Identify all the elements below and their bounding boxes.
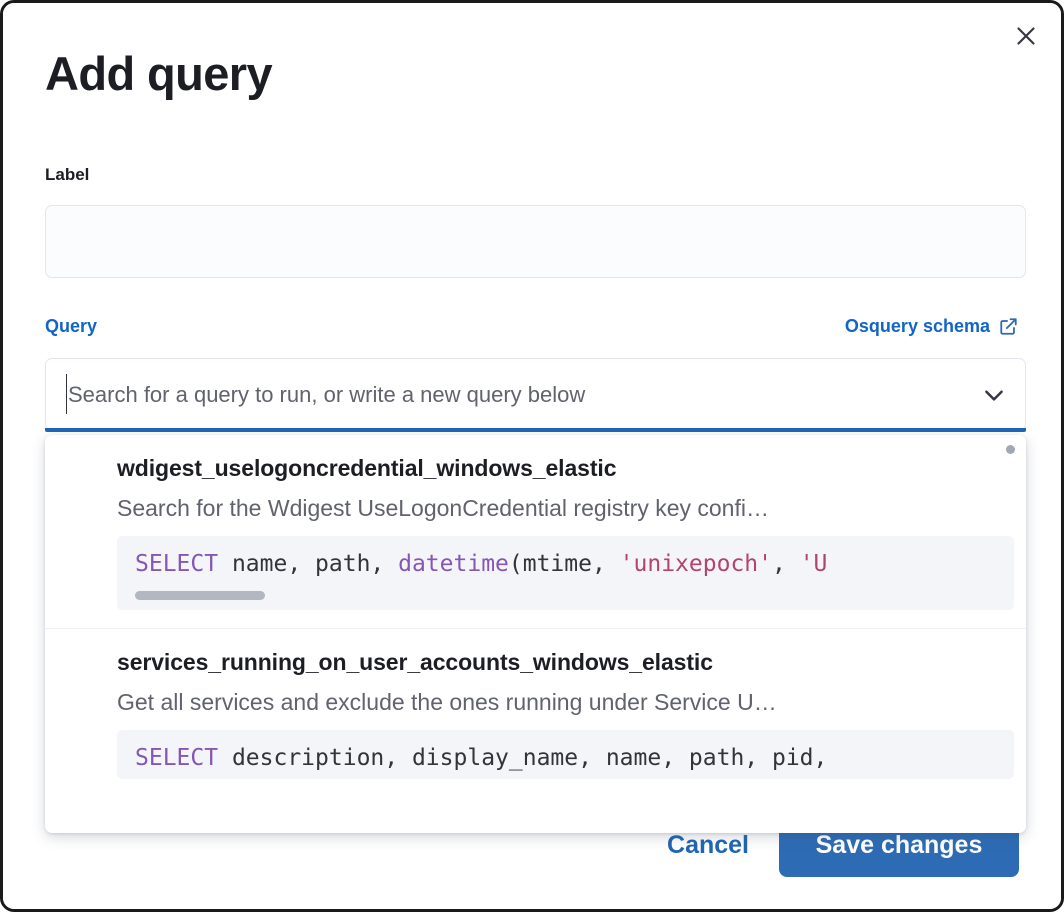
osquery-schema-link-label: Osquery schema (844, 316, 990, 336)
dropdown-scrollbar-thumb[interactable] (1006, 445, 1015, 454)
query-suggestion-item[interactable]: wdigest_uselogoncredential_windows_elast… (45, 435, 1026, 629)
chevron-down-icon[interactable] (963, 359, 1025, 430)
query-suggestion-item[interactable]: services_running_on_user_accounts_window… (45, 629, 1026, 797)
query-suggestion-title: wdigest_uselogoncredential_windows_elast… (117, 455, 617, 481)
label-field-label: Label (45, 165, 90, 184)
close-icon (1014, 24, 1038, 48)
sql-code: SELECT description, display_name, name, … (135, 744, 828, 771)
query-suggestions-dropdown: wdigest_uselogoncredential_windows_elast… (45, 435, 1026, 833)
page-title: Add query (45, 47, 273, 100)
query-search-combobox[interactable] (45, 358, 1026, 431)
query-suggestion-code-block: SELECT name, path, datetime(mtime, 'unix… (117, 536, 1014, 610)
query-suggestions-list: wdigest_uselogoncredential_windows_elast… (45, 435, 1026, 833)
query-search-input[interactable] (46, 359, 963, 430)
query-suggestion-title: services_running_on_user_accounts_window… (117, 648, 713, 675)
query-suggestion-code-block: SELECT description, display_name, name, … (117, 729, 1014, 779)
text-cursor (66, 374, 67, 414)
query-field-label: Query (45, 316, 98, 336)
query-suggestion-description: Search for the Wdigest UseLogonCredentia… (117, 495, 769, 521)
add-query-modal: Add query Label Query Osquery schema (3, 3, 1061, 909)
osquery-schema-link[interactable]: Osquery schema (845, 316, 1019, 337)
code-horizontal-scrollbar[interactable] (135, 590, 265, 600)
query-suggestion-description: Get all services and exclude the ones ru… (117, 688, 777, 715)
close-button[interactable] (1005, 15, 1047, 57)
sql-code: SELECT name, path, datetime(mtime, 'unix… (135, 551, 828, 577)
cancel-button[interactable]: Cancel (663, 823, 753, 868)
external-link-icon (998, 316, 1019, 337)
combobox-focus-underline (45, 428, 1026, 432)
label-input[interactable] (45, 205, 1026, 278)
